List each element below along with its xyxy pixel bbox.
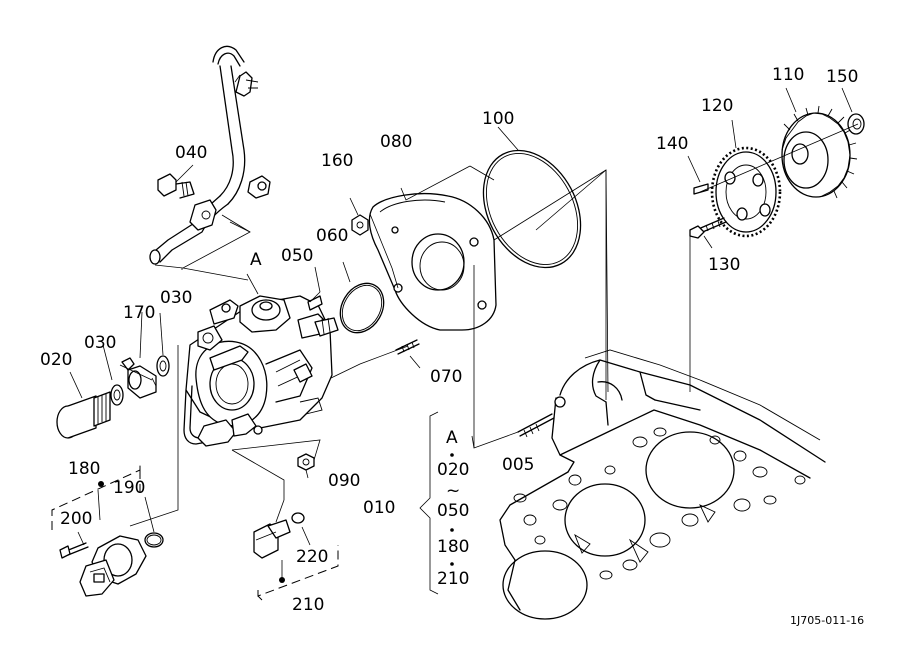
callout-180: 180 <box>68 459 100 479</box>
o-ring-060 <box>339 282 385 334</box>
callout-220: 220 <box>296 547 328 567</box>
assembly-list: A 020 ~ 050 180 210 <box>419 411 469 595</box>
drawing-number: 1J705-011-16 <box>790 614 864 627</box>
callout-120: 120 <box>701 96 733 116</box>
assembly-item-210: 210 <box>437 569 469 589</box>
supply-pump-assembly <box>183 295 339 447</box>
engine-block <box>499 349 826 620</box>
callout-060: 060 <box>316 226 348 246</box>
leader-lines <box>69 74 859 580</box>
plug-020 <box>56 391 111 439</box>
callout-210: 210 <box>292 595 324 615</box>
gear-case-plate <box>368 193 497 331</box>
nut-160 <box>351 214 369 236</box>
callout-010: 010 <box>363 498 395 518</box>
group-bracket-210 <box>257 545 339 601</box>
o-ring-100 <box>482 149 582 269</box>
assembly-first: 020 <box>437 460 469 480</box>
washer-150 <box>847 113 865 135</box>
callout-005: 005 <box>502 455 534 475</box>
nut-090 <box>297 453 315 471</box>
callout-030-b: 030 <box>160 288 192 308</box>
callout-190: 190 <box>113 478 145 498</box>
callout-170: 170 <box>123 303 155 323</box>
group-bracket-180 <box>51 462 141 530</box>
callout-140: 140 <box>656 134 688 154</box>
callout-130: 130 <box>708 255 740 275</box>
callout-150: 150 <box>826 67 858 87</box>
assembly-item-180: 180 <box>437 537 469 557</box>
spring-170 <box>127 365 157 399</box>
pin-140 <box>693 183 709 195</box>
callout-160: 160 <box>321 151 353 171</box>
callout-labels: 005 010 020 030 030 040 050 060 070 080 … <box>40 65 858 615</box>
solenoid-180 <box>79 481 147 597</box>
callout-040: 040 <box>175 143 207 163</box>
washer-030b <box>156 355 170 377</box>
stud-070 <box>395 339 420 355</box>
assembly-last: 050 <box>437 501 469 521</box>
assembly-range-mark: ~ <box>446 481 460 501</box>
gear-ring-120 <box>710 146 782 238</box>
screw-200 <box>59 542 89 559</box>
stud-005 <box>517 396 566 438</box>
washer-030a <box>110 384 124 406</box>
bolt-050 <box>307 295 323 311</box>
o-ring-190 <box>144 532 164 548</box>
callout-050: 050 <box>281 246 313 266</box>
fuel-pipe-040 <box>149 45 271 265</box>
bolt-130 <box>689 217 727 239</box>
sensor-210 <box>253 519 291 583</box>
callout-070: 070 <box>430 367 462 387</box>
o-ring-220 <box>291 512 305 524</box>
banjo-bolt-040 <box>157 173 195 199</box>
callout-030-a: 030 <box>84 333 116 353</box>
callout-200: 200 <box>60 509 92 529</box>
small-bolt-170 <box>121 357 135 371</box>
callout-090: 090 <box>328 471 360 491</box>
callout-ref-a: A <box>250 250 262 270</box>
callout-020: 020 <box>40 350 72 370</box>
gear-110 <box>781 105 858 199</box>
callout-080: 080 <box>380 132 412 152</box>
assembly-letter: A <box>446 428 458 448</box>
callout-110: 110 <box>772 65 804 85</box>
callout-100: 100 <box>482 109 514 129</box>
